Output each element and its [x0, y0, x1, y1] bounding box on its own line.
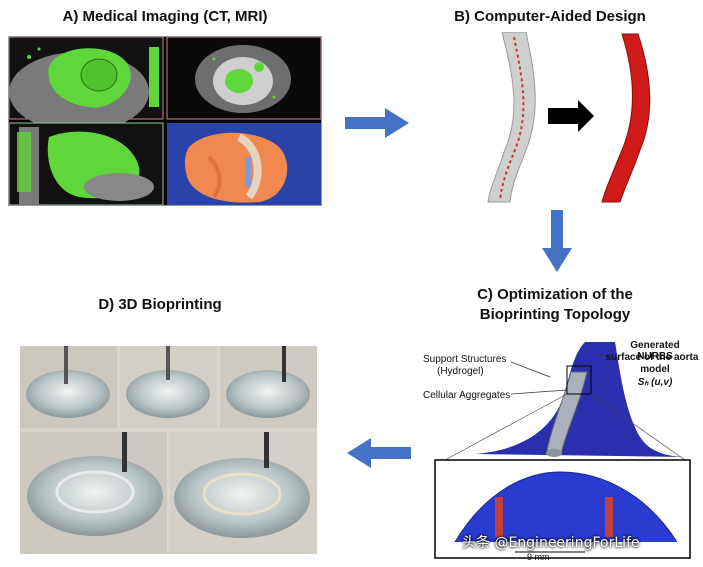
title-medical-imaging: A) Medical Imaging (CT, MRI) [62, 8, 268, 25]
topology-panel: Support Structures (Hydrogel) Cellular A… [415, 332, 700, 562]
hydrogel-label: (Hydrogel) [437, 366, 484, 377]
arrow-down-icon [542, 210, 572, 272]
nurbs-label-line2: surface of the aorta [605, 352, 699, 363]
title-optimization-line2: Bioprinting Topology [479, 306, 631, 323]
arrow-right-icon [345, 108, 409, 138]
bioprinting-photos [20, 346, 317, 554]
arrow-left-icon [347, 438, 411, 468]
printing-photo-grid [20, 346, 317, 554]
title-3d-bioprinting: D) 3D Bioprinting [98, 296, 222, 313]
ct-mri-images [8, 36, 322, 206]
title-computer-aided-design: B) Computer-Aided Design [454, 8, 646, 25]
nurbs-formula: Sₕ (u,v) [637, 377, 673, 388]
nurbs-label-line1: Generated NURBS [630, 340, 680, 362]
nurbs-label-line3: model [640, 364, 670, 375]
cellular-aggregates-label: Cellular Aggregates [423, 390, 511, 401]
hydrogel-aorta-model [434, 342, 691, 559]
title-optimization-line1: C) Optimization of the [477, 286, 633, 303]
watermark: 头条 @EngineeringForLife [462, 535, 640, 551]
cad-model-figure [487, 32, 651, 203]
support-structures-label: Support Structures [423, 354, 507, 365]
medical-imaging-panel [8, 36, 322, 206]
scale-bar-label: 9 mm [527, 552, 550, 562]
